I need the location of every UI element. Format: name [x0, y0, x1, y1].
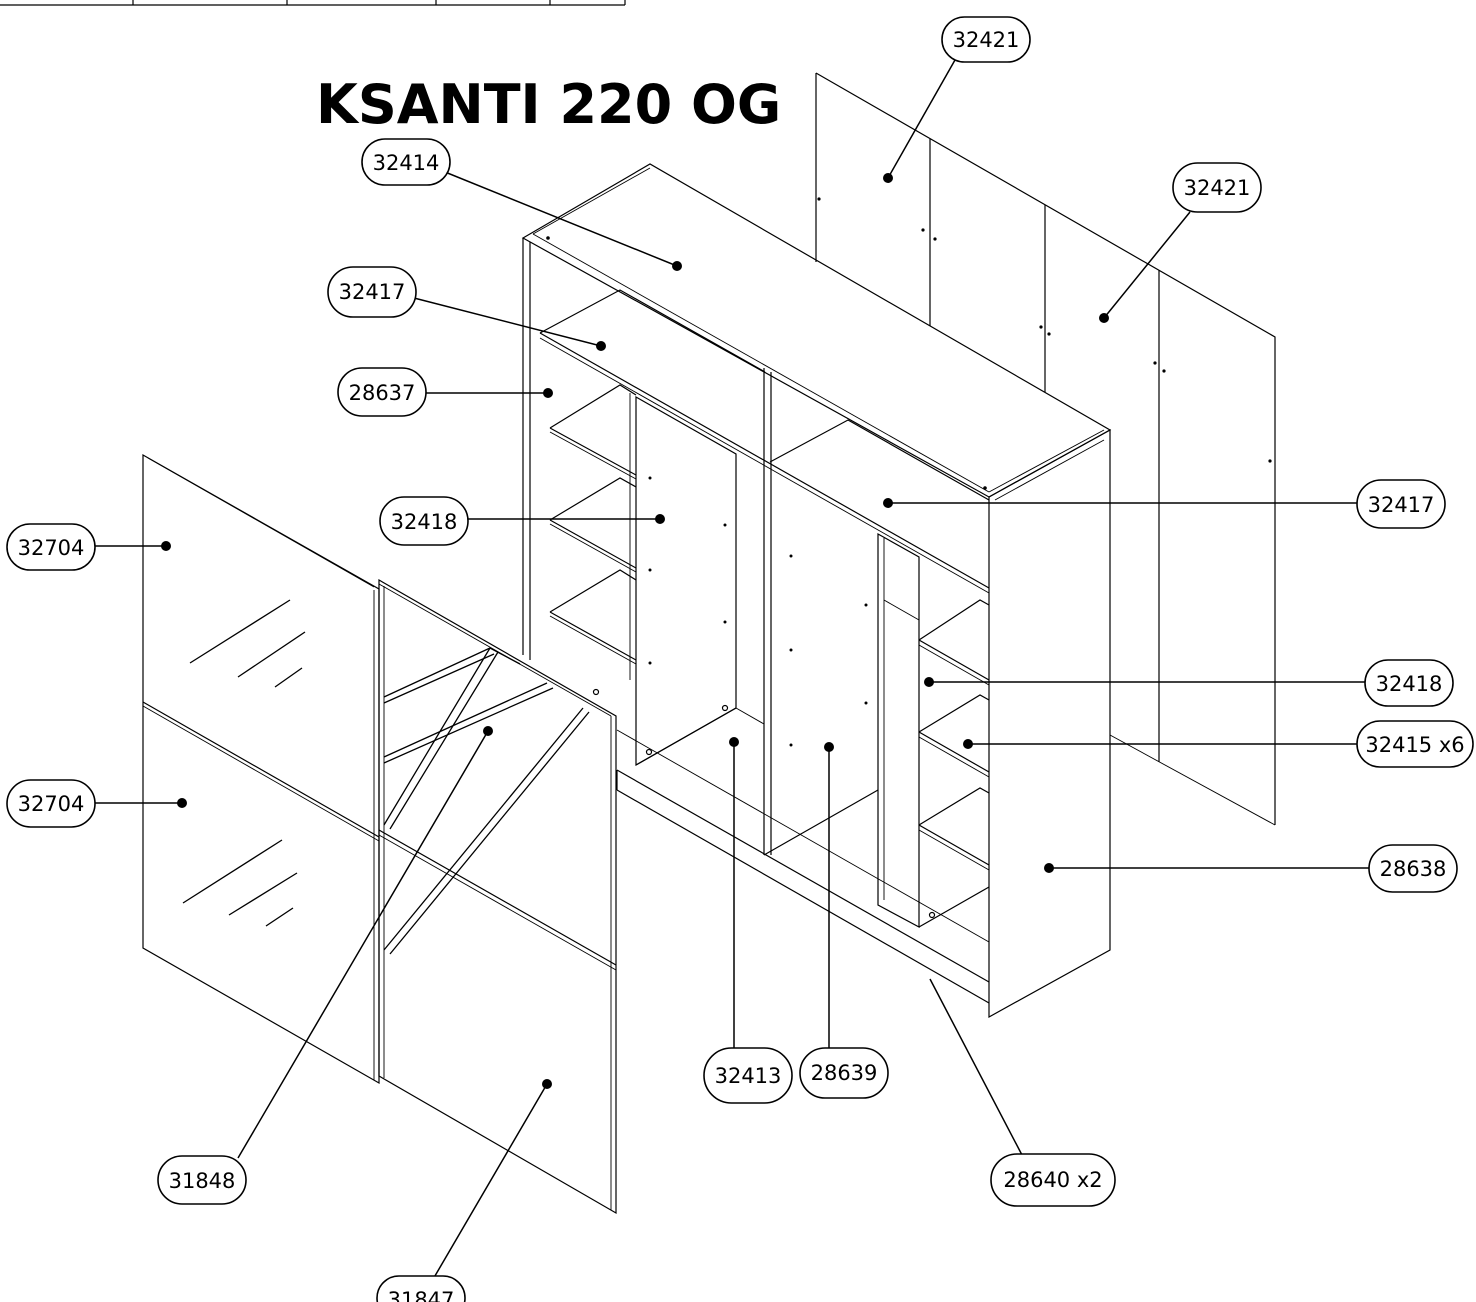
callout-32417-left: 32417: [327, 266, 417, 318]
back-panels: [815, 72, 1276, 826]
callout-label: 32418: [391, 510, 458, 534]
callout-32415: 32415 x6: [1356, 720, 1474, 768]
callout-28640: 28640 x2: [990, 1153, 1116, 1207]
callout-label: 32413: [715, 1064, 782, 1088]
callout-label: 32704: [18, 536, 85, 560]
diagram-title: KSANTI 220 OG: [316, 73, 781, 136]
callout-32417-right: 32417: [1356, 479, 1446, 529]
callout-label: 31847: [388, 1288, 455, 1302]
header-table-fragment: [0, 0, 626, 6]
callout-label: 32421: [1184, 176, 1251, 200]
callout-label: 28637: [349, 381, 416, 405]
callout-32418-right: 32418: [1364, 659, 1454, 707]
callout-label: 28640 x2: [1003, 1168, 1102, 1192]
callout-31848: 31848: [157, 1155, 247, 1205]
right-sliding-door: [378, 578, 617, 1215]
callout-32421-top: 32421: [941, 16, 1031, 63]
callout-label: 28639: [811, 1061, 878, 1085]
callout-label: 32704: [18, 792, 85, 816]
callout-28639: 28639: [799, 1047, 889, 1099]
callout-32704-top: 32704: [6, 523, 96, 571]
callout-label: 28638: [1380, 857, 1447, 881]
callout-label: 32417: [339, 280, 406, 304]
callout-label: 31848: [169, 1169, 236, 1193]
left-sliding-door: [142, 453, 380, 1085]
callout-32413: 32413: [703, 1047, 793, 1104]
callout-label: 32414: [373, 151, 440, 175]
callout-leaders: [93, 59, 1369, 1282]
callout-label: 32417: [1368, 493, 1435, 517]
callout-32421-right: 32421: [1172, 162, 1262, 213]
callout-label: 32418: [1376, 672, 1443, 696]
callout-label: 32415 x6: [1365, 733, 1464, 757]
callout-28638: 28638: [1368, 844, 1458, 893]
callout-32704-bottom: 32704: [6, 779, 96, 828]
callout-32418-left: 32418: [379, 496, 469, 546]
callout-31847: 31847: [376, 1275, 466, 1302]
callout-label: 32421: [953, 28, 1020, 52]
callout-32414: 32414: [361, 138, 451, 186]
callout-28637: 28637: [337, 367, 427, 417]
wardrobe-carcass: [521, 163, 1112, 1019]
